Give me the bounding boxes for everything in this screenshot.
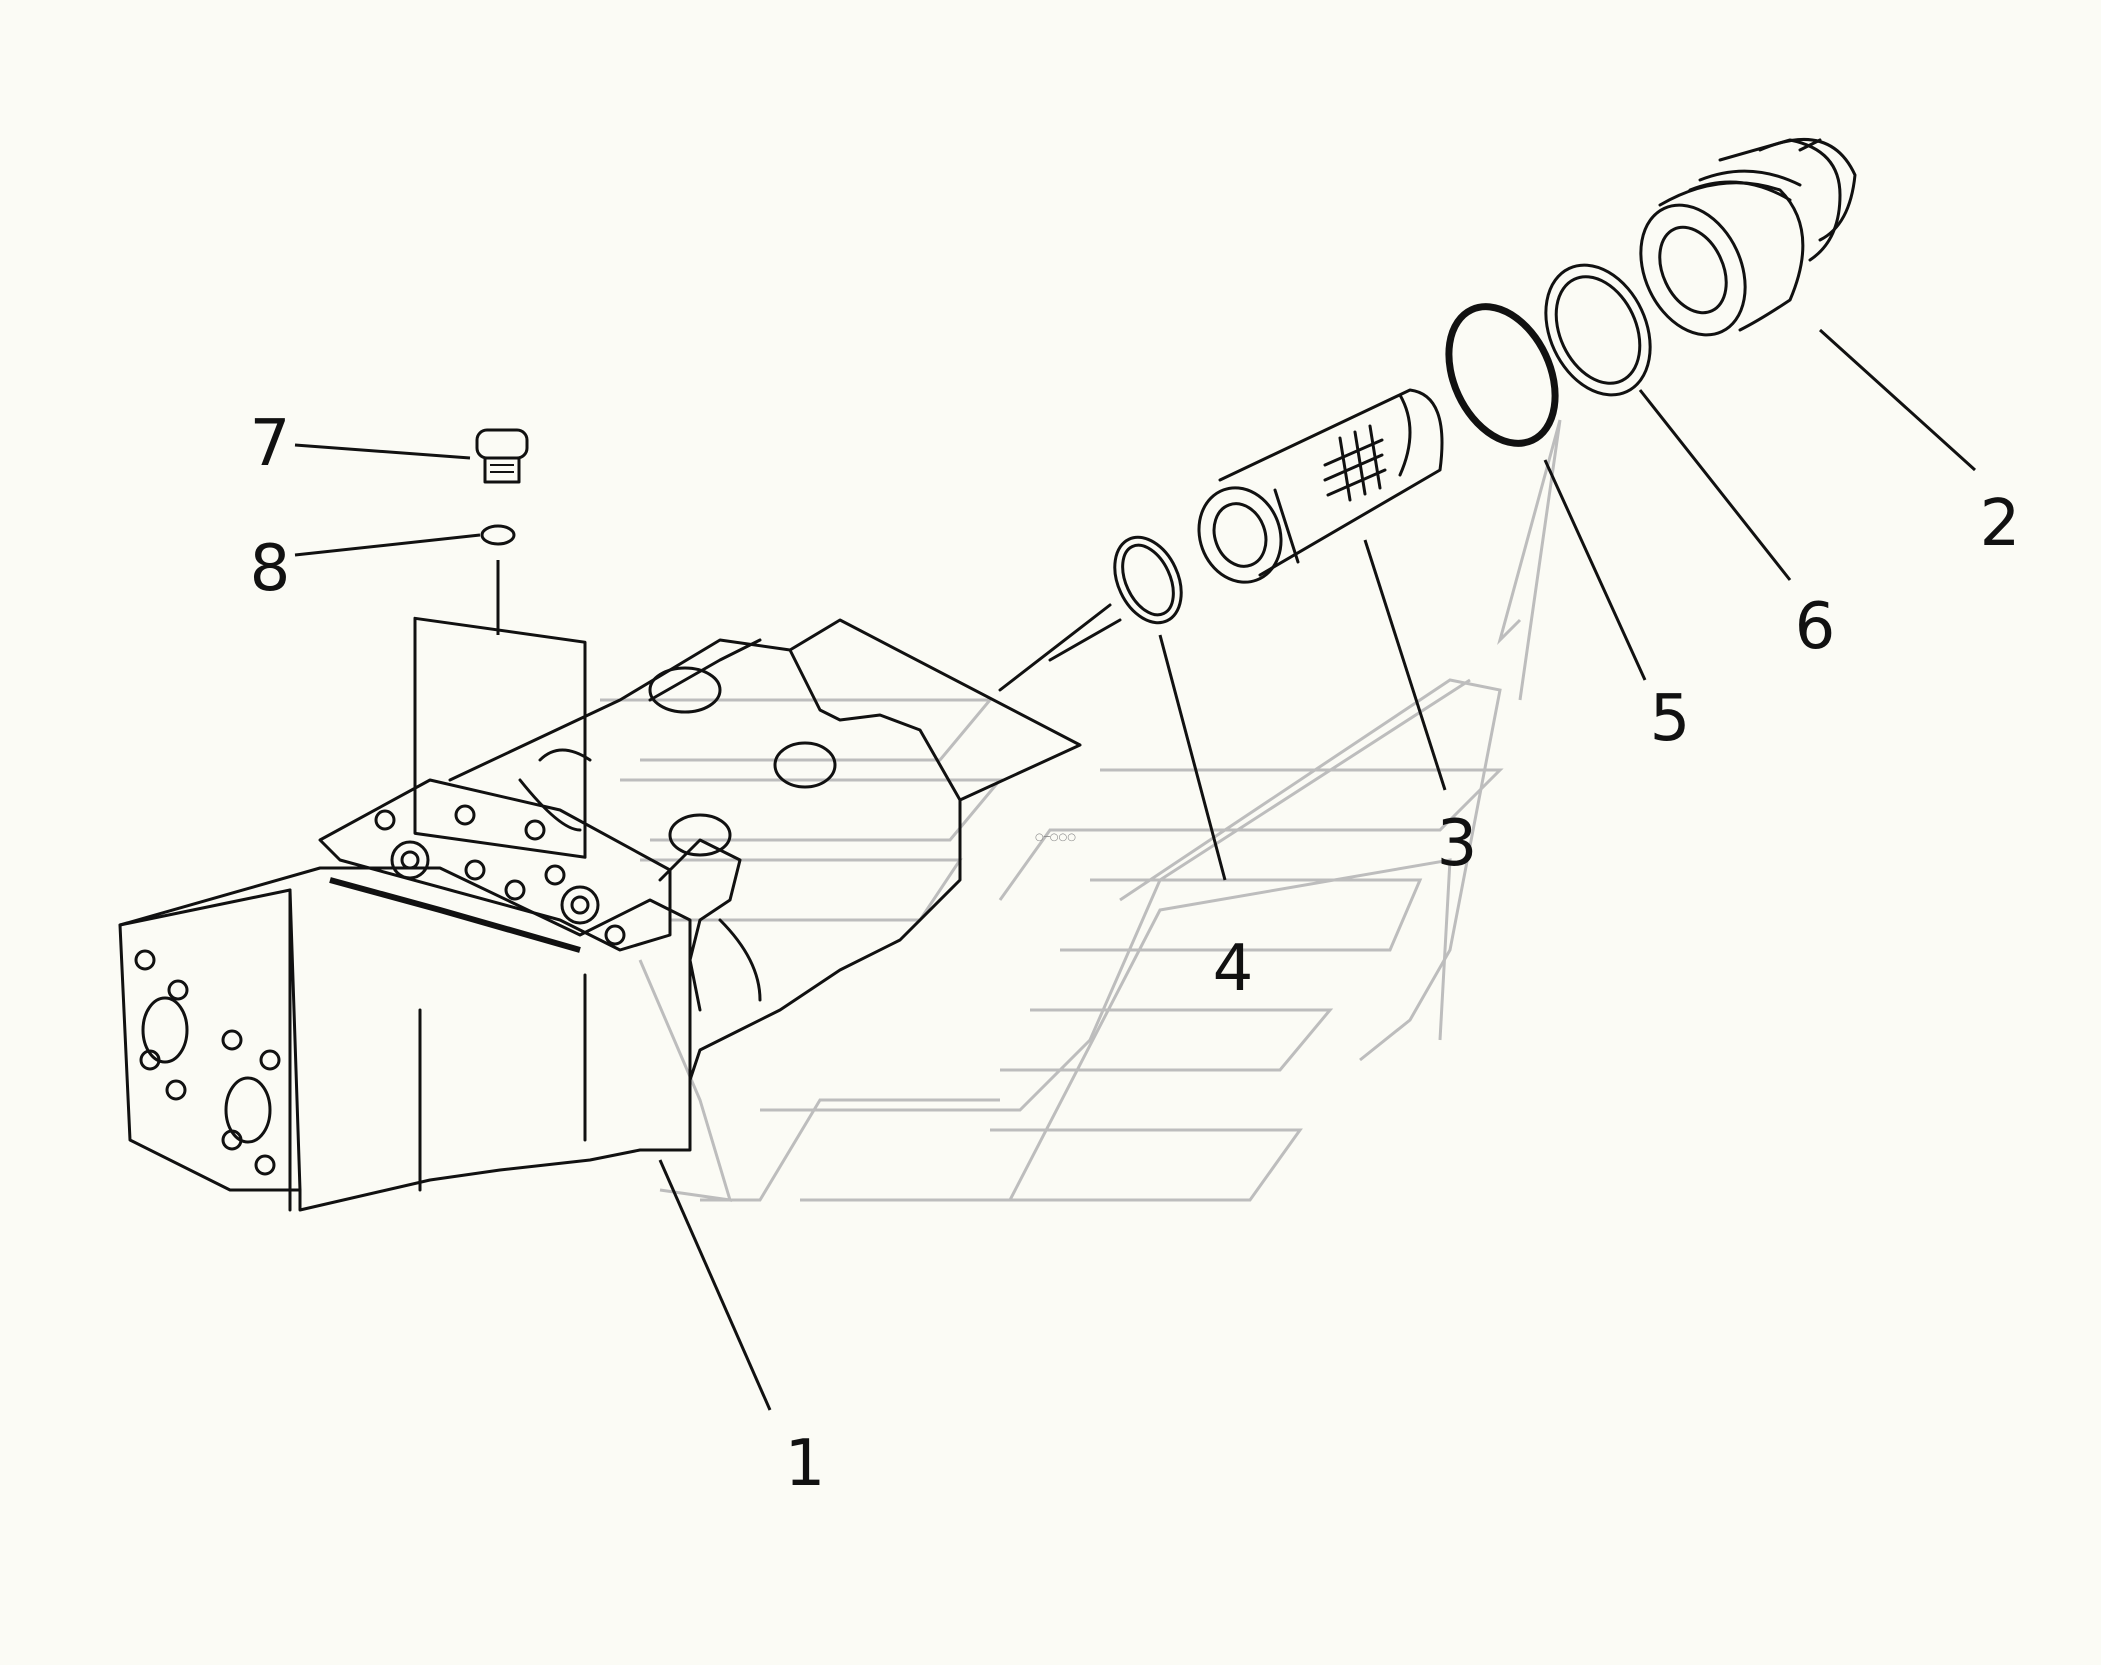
callout-1: 1: [785, 1427, 826, 1501]
part-2-cap: [1639, 137, 1857, 337]
part-6-gasket: [1544, 263, 1652, 397]
callout-7: 7: [250, 407, 291, 481]
part-4-o-ring: [1113, 535, 1183, 625]
part-5-o-ring: [1445, 303, 1559, 447]
callout-3: 3: [1437, 807, 1478, 881]
callout-8: 8: [250, 532, 291, 606]
leader-lines: [294, 328, 1977, 1411]
small-mark: ○─○○○: [1035, 832, 1076, 843]
strainer-mesh-icon: [1323, 424, 1387, 502]
part-3-strainer: [1197, 388, 1444, 584]
part-8-o-ring: [480, 524, 516, 546]
part-1-valve-body: [118, 603, 1122, 1212]
callout-5: 5: [1650, 682, 1691, 756]
callout-2: 2: [1980, 487, 2021, 561]
callout-4: 4: [1213, 932, 1254, 1006]
part-7-plug: [475, 428, 529, 484]
watermark-logo: [600, 419, 1562, 1202]
callout-6: 6: [1795, 590, 1836, 664]
